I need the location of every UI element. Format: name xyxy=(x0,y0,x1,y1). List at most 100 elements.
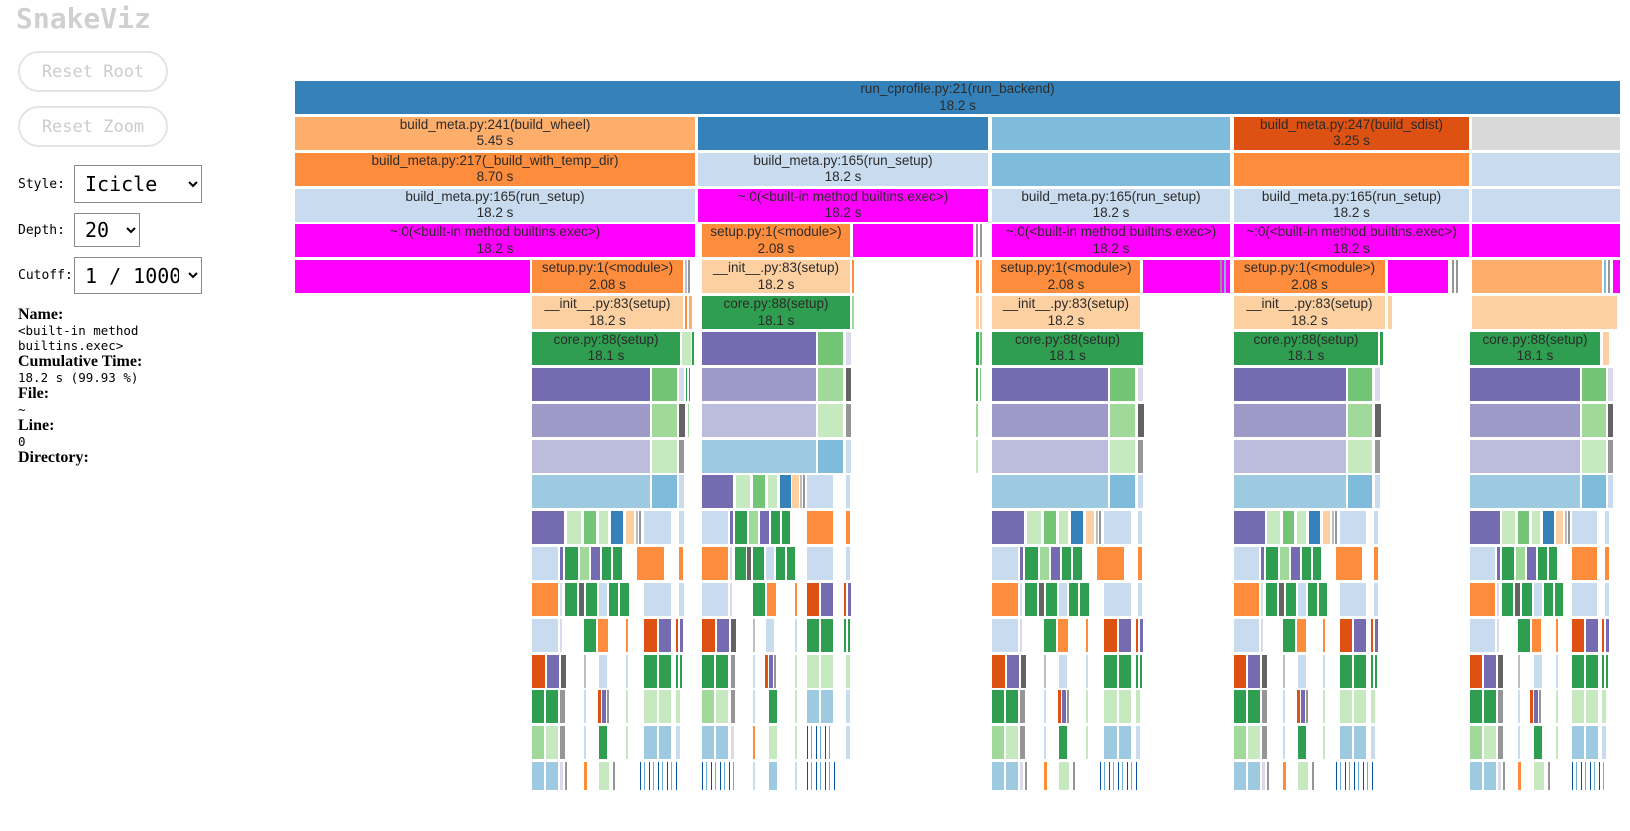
icicle-cell[interactable] xyxy=(1323,726,1325,760)
icicle-cell[interactable] xyxy=(1534,762,1544,791)
icicle-cell[interactable] xyxy=(1602,690,1606,724)
icicle-cell[interactable] xyxy=(702,403,816,437)
icicle-cell[interactable] xyxy=(584,618,596,652)
icicle-cell[interactable] xyxy=(1283,618,1295,652)
icicle-cell[interactable] xyxy=(1138,403,1144,437)
icicle-cell[interactable] xyxy=(844,618,846,652)
icicle-cell[interactable] xyxy=(1104,582,1131,616)
icicle-cell[interactable] xyxy=(1044,726,1046,760)
icicle-cell[interactable] xyxy=(1470,762,1482,791)
icicle-cell[interactable] xyxy=(752,475,765,509)
icicle-cell[interactable] xyxy=(532,618,558,652)
icicle-cell[interactable] xyxy=(1073,547,1082,581)
icicle-cell[interactable] xyxy=(1039,582,1044,616)
icicle-cell[interactable] xyxy=(1336,762,1374,791)
icicle-cell[interactable] xyxy=(1387,260,1448,294)
reset-zoom-button[interactable]: Reset Zoom xyxy=(18,106,168,147)
icicle-cell[interactable] xyxy=(1568,511,1570,545)
icicle-cell[interactable] xyxy=(771,511,780,545)
icicle-cell[interactable] xyxy=(1086,690,1088,724)
icicle-cell[interactable] xyxy=(1518,654,1520,688)
icicle-cell[interactable] xyxy=(1371,654,1373,688)
icicle-cell[interactable] xyxy=(659,690,671,724)
icicle-cell[interactable] xyxy=(1323,618,1325,652)
icicle-cell[interactable] xyxy=(1534,582,1542,616)
icicle-cell[interactable] xyxy=(1297,511,1306,545)
icicle-cell[interactable] xyxy=(1136,690,1140,724)
icicle-cell[interactable] xyxy=(1136,618,1138,652)
icicle-cell[interactable] xyxy=(644,654,657,688)
icicle-cell[interactable] xyxy=(818,439,843,473)
icicle-cell[interactable] xyxy=(1309,511,1320,545)
icicle-cell[interactable] xyxy=(564,547,578,581)
icicle-cell[interactable] xyxy=(599,511,608,545)
icicle-cell[interactable] xyxy=(807,726,833,760)
icicle-cell[interactable] xyxy=(803,475,805,509)
icicle-cell[interactable] xyxy=(766,547,774,581)
icicle-cell[interactable] xyxy=(735,547,746,581)
icicle-cell[interactable]: core.py:88(setup)18.1 s xyxy=(702,296,850,330)
icicle-cell[interactable] xyxy=(1262,654,1267,688)
icicle-cell[interactable] xyxy=(1119,726,1131,760)
icicle-cell[interactable] xyxy=(1080,582,1089,616)
icicle-cell[interactable] xyxy=(1138,367,1143,401)
icicle-cell[interactable] xyxy=(818,331,843,365)
icicle-cell[interactable] xyxy=(1104,618,1117,652)
icicle-cell[interactable] xyxy=(1058,618,1068,652)
icicle-cell[interactable] xyxy=(752,654,755,688)
icicle-cell[interactable] xyxy=(1544,582,1553,616)
icicle-cell[interactable] xyxy=(1375,475,1380,509)
icicle-cell[interactable] xyxy=(1099,511,1101,545)
icicle-cell[interactable] xyxy=(1086,654,1088,688)
icicle-cell[interactable] xyxy=(1248,654,1260,688)
icicle-cell[interactable] xyxy=(599,762,609,791)
icicle-cell[interactable] xyxy=(1297,618,1306,652)
icicle-cell[interactable] xyxy=(717,618,729,652)
icicle-cell[interactable] xyxy=(1515,547,1525,581)
icicle-cell[interactable] xyxy=(1059,654,1067,688)
icicle-cell[interactable] xyxy=(976,296,979,330)
icicle-cell[interactable]: setup.py:1(<module>)2.08 s xyxy=(532,260,683,294)
icicle-cell[interactable] xyxy=(1044,654,1046,688)
icicle-cell[interactable]: build_meta.py:165(run_setup)18.2 s xyxy=(1234,188,1469,222)
icicle-cell[interactable] xyxy=(686,367,687,401)
icicle-cell[interactable] xyxy=(976,439,978,473)
icicle-cell[interactable] xyxy=(1104,654,1117,688)
icicle-cell[interactable] xyxy=(807,762,837,791)
icicle-cell[interactable] xyxy=(1234,582,1259,616)
icicle-cell[interactable] xyxy=(976,224,978,258)
icicle-cell[interactable] xyxy=(1581,403,1606,437)
icicle-cell[interactable] xyxy=(1046,582,1057,616)
icicle-cell[interactable] xyxy=(1537,547,1547,581)
icicle-cell[interactable] xyxy=(1543,511,1554,545)
icicle-cell[interactable] xyxy=(1374,511,1378,545)
icicle-cell[interactable] xyxy=(736,475,750,509)
icicle-cell[interactable] xyxy=(1301,690,1305,724)
icicle-cell[interactable] xyxy=(730,690,735,724)
icicle-cell[interactable] xyxy=(845,475,850,509)
icicle-cell[interactable] xyxy=(847,618,850,652)
icicle-cell[interactable] xyxy=(1354,618,1366,652)
icicle-cell[interactable] xyxy=(992,547,1018,581)
icicle-cell[interactable] xyxy=(716,690,728,724)
icicle-cell[interactable] xyxy=(1572,618,1584,652)
icicle-cell[interactable] xyxy=(1380,331,1383,365)
icicle-cell[interactable] xyxy=(1067,690,1069,724)
icicle-cell[interactable] xyxy=(852,296,854,330)
icicle-cell[interactable] xyxy=(1530,690,1533,724)
icicle-cell[interactable] xyxy=(659,618,671,652)
icicle-cell[interactable] xyxy=(992,511,1024,545)
icicle-cell[interactable]: __init__.py:83(setup)18.2 s xyxy=(532,296,683,330)
icicle-cell[interactable] xyxy=(1532,618,1541,652)
icicle-cell[interactable] xyxy=(532,582,558,616)
icicle-cell[interactable] xyxy=(698,116,988,150)
icicle-cell[interactable] xyxy=(652,475,677,509)
icicle-cell[interactable] xyxy=(599,654,607,688)
icicle-cell[interactable] xyxy=(1040,547,1049,581)
icicle-cell[interactable] xyxy=(992,726,1004,760)
icicle-cell[interactable] xyxy=(584,654,586,688)
icicle-cell[interactable] xyxy=(1138,475,1143,509)
icicle-cell[interactable] xyxy=(1518,618,1530,652)
icicle-cell[interactable] xyxy=(1051,547,1060,581)
icicle-cell[interactable] xyxy=(992,690,1004,724)
